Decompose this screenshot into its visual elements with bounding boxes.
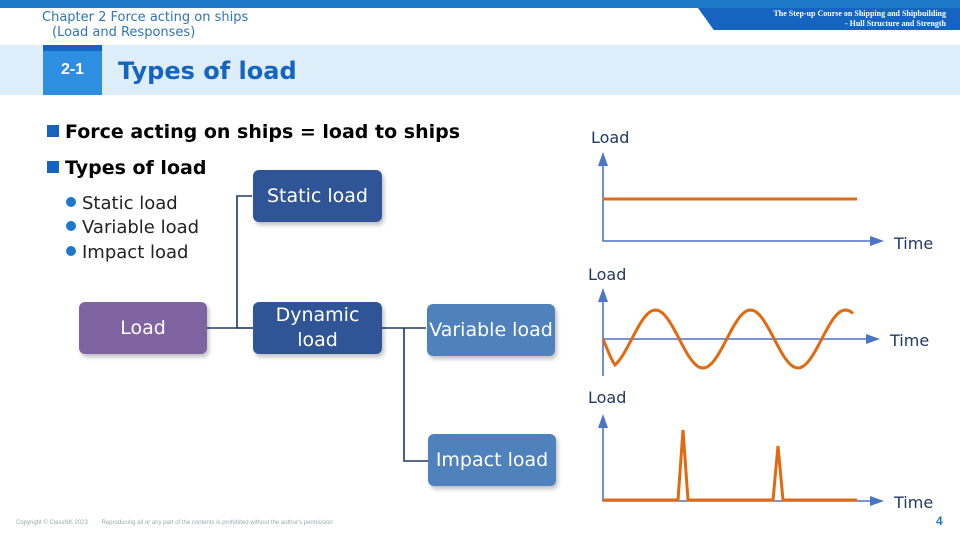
bullet-types: Types of load [47,157,206,179]
graph-curves [601,197,857,502]
chapter-subtitle: (Load and Responses) [52,25,196,40]
connector-load [207,195,252,329]
axis-graph-3 [602,425,872,502]
arrow-y-2 [598,288,608,302]
page-number: 4 [936,514,943,528]
sub-bullet-text: Variable load [82,217,200,238]
variable-load-wave [601,308,854,370]
bullet-text: Types of load [65,157,207,179]
axis-graph-1 [602,162,872,242]
section-number-accent [43,45,102,51]
arrow-y-1 [598,152,608,166]
sub-bullet-variable: Variable load [66,217,199,238]
connector-impact [403,328,428,462]
footer: Copyright © ClassNK 2023 Reproducing all… [16,520,345,526]
sub-bullet-text: Impact load [82,242,189,263]
dot-bullet-icon [66,197,76,207]
box-variable-load: Variable load [427,304,555,356]
copyright: Copyright © ClassNK 2023 [16,520,88,526]
graph-axes [598,152,884,506]
arrow-x-2 [866,334,880,344]
arrow-x-1 [870,236,884,246]
sub-bullet-impact: Impact load [66,242,188,263]
dot-bullet-icon [66,246,76,256]
section-number: 2-1 [43,45,102,95]
bullet-text: Force acting on ships = load to ships [65,121,461,143]
course-subtitle: - Hull Structure and Strength [844,19,946,28]
impact-load-spikes [603,429,857,502]
graph1-y-label: Load [591,128,630,147]
top-accent-bar [0,0,960,8]
square-bullet-icon [47,125,59,137]
sub-bullet-static: Static load [66,193,178,214]
page-title: Types of load [118,57,297,85]
box-dynamic-load: Dynamic load [253,302,382,354]
arrow-y-3 [598,414,608,428]
graph1-x-label: Time [894,234,934,253]
bullet-force: Force acting on ships = load to ships [47,121,460,143]
course-banner: The Step-up Course on Shipping and Shipb… [698,8,960,30]
graph3-x-label: Time [894,493,934,512]
graph2-y-label: Load [588,265,627,284]
box-impact-load: Impact load [428,434,556,486]
box-static-load: Static load [253,170,382,222]
box-load: Load [79,302,207,354]
dot-bullet-icon [66,221,76,231]
graph3-y-label: Load [588,388,627,407]
square-bullet-icon [47,161,59,173]
chapter-heading: Chapter 2 Force acting on ships (Load an… [42,10,248,40]
course-title: The Step-up Course on Shipping and Shipb… [773,9,946,18]
graph2-x-label: Time [890,331,930,350]
chapter-title: Chapter 2 Force acting on ships [42,10,249,25]
copyright-notice: Reproducing all or any part of the conte… [101,520,333,526]
arrow-x-3 [870,496,884,506]
sub-bullet-text: Static load [82,193,178,214]
title-bar [0,45,960,95]
